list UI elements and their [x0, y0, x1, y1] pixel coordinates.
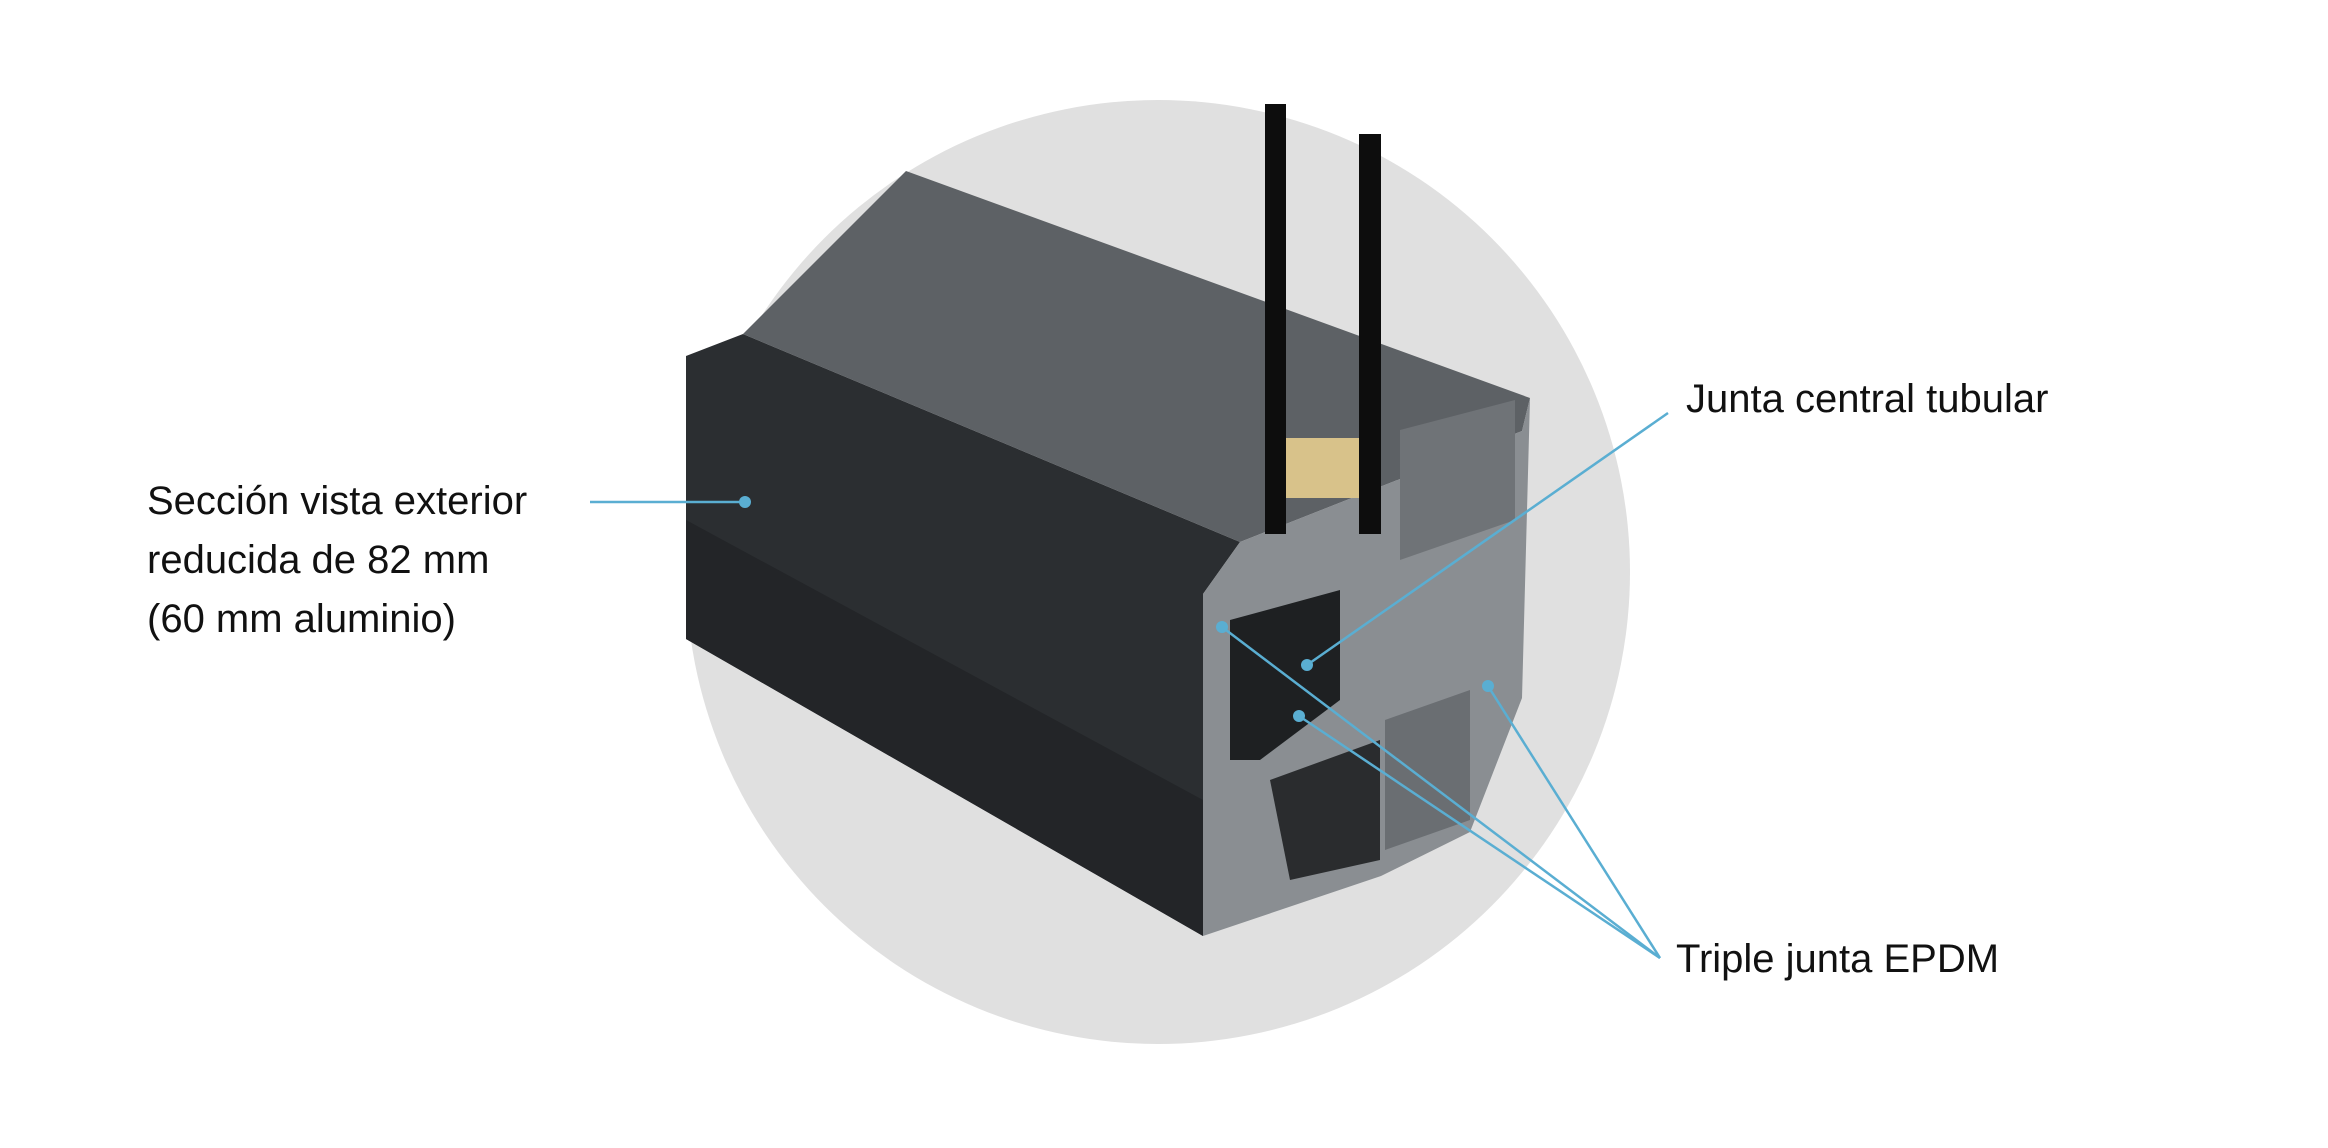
leader-line-triple-3	[1486, 685, 1662, 959]
label-triple-junta-epdm: Triple junta EPDM	[1676, 937, 2000, 981]
label-line: reducida de 82 mm	[147, 538, 490, 582]
profile-inner-chamber-2	[1270, 740, 1380, 880]
glass-pane-outer	[1265, 104, 1286, 534]
label-line: (60 mm aluminio)	[147, 597, 456, 641]
leader-line-junta-central	[1306, 411, 1669, 667]
profile-lower-rail	[686, 520, 1203, 936]
leader-lines	[590, 411, 1669, 960]
leader-line-triple-2	[1298, 714, 1661, 960]
aluminium-profile-illustration	[686, 104, 1530, 936]
leader-dots	[739, 496, 1494, 722]
glass-pane-inner	[1359, 134, 1381, 534]
dot-triple-2	[1293, 710, 1305, 722]
profile-chamber-right	[1400, 400, 1515, 560]
dot-junta-central	[1301, 659, 1313, 671]
leader-line-triple-1	[1221, 626, 1661, 959]
profile-chamber-lower-right	[1385, 690, 1470, 850]
label-junta-central-tubular: Junta central tubular	[1686, 377, 2049, 421]
dot-triple-3	[1482, 680, 1494, 692]
label-line: Sección vista exterior	[147, 479, 528, 523]
dot-seccion	[739, 496, 751, 508]
label-seccion-vista-exterior: Sección vista exterior reducida de 82 mm…	[147, 472, 527, 649]
dot-triple-1	[1216, 621, 1228, 633]
glass-spacer	[1286, 438, 1359, 498]
